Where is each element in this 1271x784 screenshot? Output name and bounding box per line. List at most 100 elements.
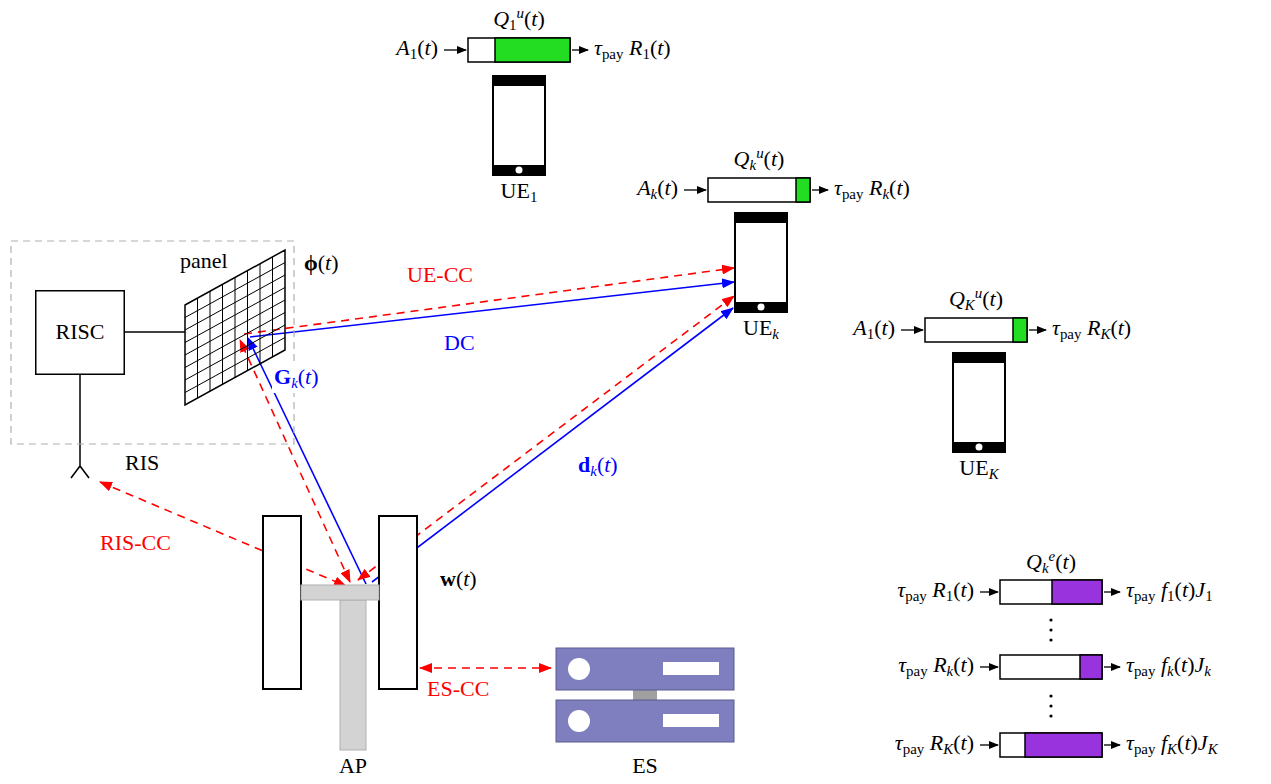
text-run: UE [959, 455, 988, 480]
queue-box [925, 318, 1027, 342]
node-label: ES [632, 753, 658, 779]
text-run: τ [895, 730, 903, 755]
text-run: ( [1177, 730, 1184, 755]
math-label: A1(t) [394, 35, 440, 64]
text-run: t [531, 6, 537, 31]
text-run: ES [632, 753, 658, 778]
text-run: 1 [1167, 589, 1174, 605]
text-run: ES-CC [427, 676, 489, 701]
text-run: A [396, 35, 409, 60]
text-run: ( [953, 652, 960, 677]
text-run: UE [501, 178, 530, 203]
queue-box [1000, 580, 1102, 604]
text-run: t [961, 577, 967, 602]
text-run: k [1167, 664, 1174, 680]
text-run: τ [898, 652, 906, 677]
text-run: t [1182, 577, 1188, 602]
math-label: τpay Rk(t) [896, 652, 976, 681]
text-run: Q [1026, 549, 1042, 574]
text-run: K [1208, 742, 1218, 758]
text-run: t [990, 286, 996, 311]
text-run: τ [834, 175, 842, 200]
queue-box: Qke(t) [1000, 548, 1102, 604]
text-run: 1 [867, 327, 874, 343]
math-label: τpay fk(t)Jk [1124, 652, 1213, 681]
text-run: pay [903, 742, 925, 758]
text-run: pay [1134, 589, 1156, 605]
user-equipment: UEK [950, 352, 1008, 480]
connector [125, 331, 185, 333]
text-run: K [1167, 742, 1177, 758]
text-run: pay [905, 589, 927, 605]
text-run: 1 [530, 189, 537, 205]
node-label: AP [339, 753, 367, 779]
text-run: J [1198, 730, 1208, 755]
text-run: ) [537, 6, 544, 31]
text-run: τ [897, 577, 905, 602]
edge-server-queue [1000, 655, 1102, 679]
node-label: Qke(t) [1026, 548, 1076, 578]
text-run [623, 35, 629, 60]
text-run: ( [524, 6, 531, 31]
text-run: K [965, 297, 975, 313]
text-run: ) [431, 35, 438, 60]
node-label: UE1 [501, 178, 538, 207]
text-run: R [629, 35, 642, 60]
text-run: ( [597, 452, 604, 477]
access-point: AP [262, 515, 418, 780]
text-run: Q [949, 286, 965, 311]
text-run: ) [663, 35, 670, 60]
text-run: J [1195, 577, 1205, 602]
text-run: K [1100, 327, 1110, 343]
math-label: τpay R1(t) [592, 35, 673, 64]
text-run: ( [318, 250, 325, 275]
text-run: t [896, 175, 902, 200]
text-run: f [1161, 652, 1167, 677]
text-run: k [772, 326, 779, 342]
node-label: RISC [56, 319, 105, 345]
edge-label: ES-CC [425, 676, 491, 702]
text-run: ) [331, 250, 338, 275]
text-run: t [1181, 652, 1187, 677]
math-label: τpay RK(t) [1050, 315, 1133, 344]
controller-box: RISC [35, 290, 125, 375]
node-label: UEK [959, 455, 998, 484]
text-run: τ [1126, 577, 1134, 602]
node-label: RIS [125, 450, 159, 476]
connector [100, 482, 346, 586]
text-run: pay [842, 187, 864, 203]
text-run: k [749, 157, 756, 173]
text-run: 1 [946, 589, 953, 605]
text-run: ( [298, 364, 305, 389]
text-run: t [771, 146, 777, 171]
text-run: t [425, 35, 431, 60]
node-label: Q1u(t) [493, 5, 545, 35]
queue-box: QKu(t) [925, 285, 1027, 342]
text-run: f [1161, 730, 1167, 755]
text-run: panel [180, 248, 228, 273]
text-run: ( [764, 146, 771, 171]
ellipsis-dots [1049, 618, 1052, 717]
text-run: RISC [56, 319, 105, 344]
text-run: k [1042, 560, 1049, 576]
edge-label: DC [442, 330, 477, 356]
text-run: RIS [125, 450, 159, 475]
text-run: t [657, 35, 663, 60]
text-run: ( [953, 730, 960, 755]
text-run: ) [1069, 549, 1076, 574]
text-run [924, 730, 930, 755]
text-run: k [1204, 664, 1211, 680]
connector [420, 667, 551, 669]
text-run: G [274, 364, 291, 389]
text-run: ) [903, 175, 910, 200]
text-run: R [933, 652, 946, 677]
node-label: Qku(t) [734, 145, 785, 175]
text-run: pay [1134, 664, 1156, 680]
text-run: ( [889, 175, 896, 200]
edge-label: RIS-CC [98, 530, 173, 556]
queue-box: Q1u(t) [468, 5, 570, 62]
math-label: τpay fK(t)JK [1124, 730, 1220, 759]
ris-region: RISRISCpanel [10, 240, 295, 445]
edge-server: ES [555, 645, 735, 780]
connector [372, 308, 733, 582]
